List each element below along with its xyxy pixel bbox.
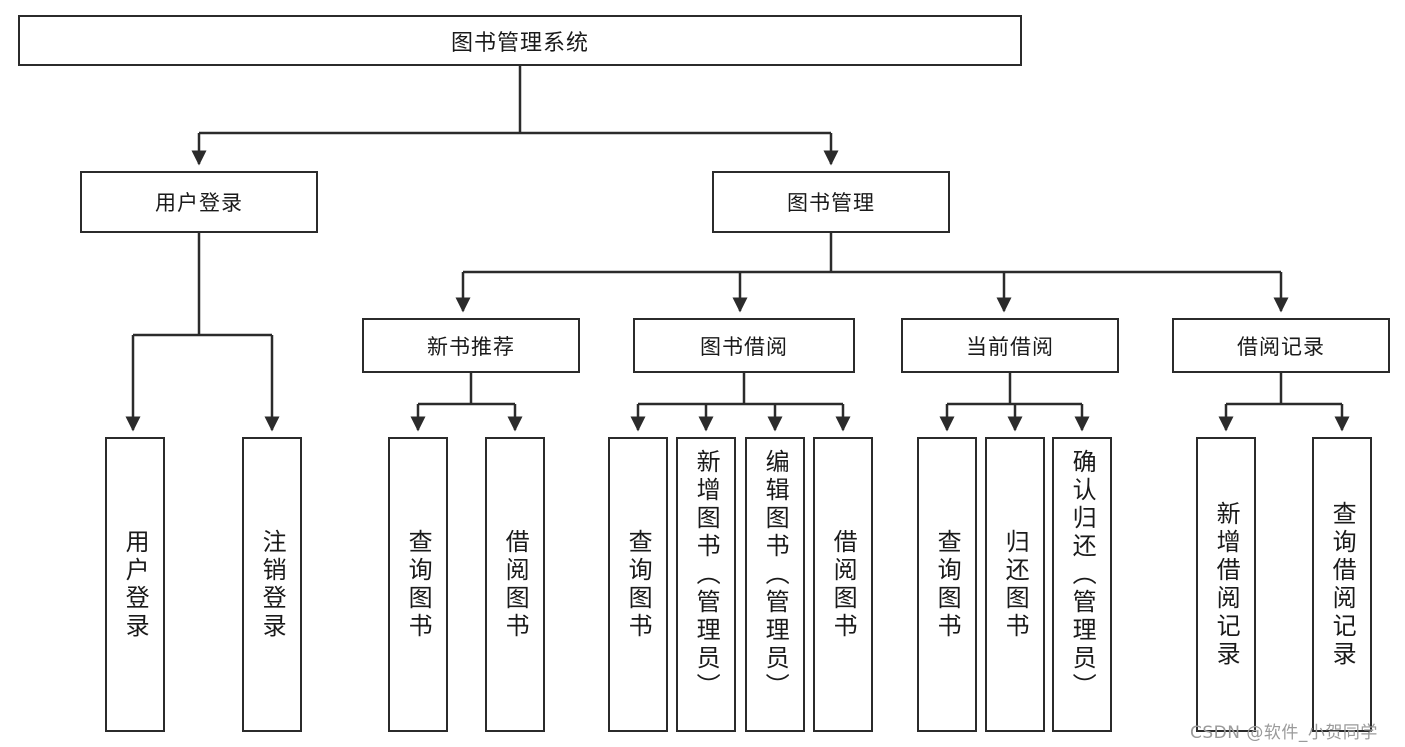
- node-root[interactable]: 图书管理系统: [18, 15, 1022, 66]
- node-leaf-user-logout[interactable]: 注销登录: [242, 437, 302, 732]
- node-book-manage-label: 图书管理: [787, 191, 875, 215]
- node-leaf-add-book[interactable]: 新增图书（管理员）: [676, 437, 736, 732]
- node-leaf-edit-book-label: 编辑图书（管理员）: [761, 449, 790, 701]
- node-leaf-borrow-book-1-label: 借阅图书: [501, 528, 530, 641]
- node-leaf-query-book-1[interactable]: 查询图书: [388, 437, 448, 732]
- node-new-book-recommend[interactable]: 新书推荐: [362, 318, 580, 373]
- node-borrow-record-label: 借阅记录: [1237, 334, 1325, 359]
- node-leaf-user-login-label: 用户登录: [121, 528, 150, 641]
- node-book-manage[interactable]: 图书管理: [712, 171, 950, 233]
- node-leaf-add-record-label: 新增借阅记录: [1212, 500, 1241, 669]
- node-leaf-borrow-book-2-label: 借阅图书: [829, 528, 858, 641]
- node-leaf-confirm-return-label: 确认归还（管理员）: [1068, 449, 1097, 701]
- watermark: CSDN @软件_小贺同学: [1190, 723, 1378, 743]
- node-borrow-record[interactable]: 借阅记录: [1172, 318, 1390, 373]
- node-leaf-add-record[interactable]: 新增借阅记录: [1196, 437, 1256, 732]
- node-user-login[interactable]: 用户登录: [80, 171, 318, 233]
- node-leaf-query-record-label: 查询借阅记录: [1328, 500, 1357, 669]
- node-current-borrow-label: 当前借阅: [966, 334, 1054, 359]
- node-leaf-query-book-2-label: 查询图书: [624, 528, 653, 641]
- node-leaf-query-book-3[interactable]: 查询图书: [917, 437, 977, 732]
- node-root-label: 图书管理系统: [450, 30, 589, 56]
- node-book-borrow[interactable]: 图书借阅: [633, 318, 855, 373]
- node-leaf-query-book-1-label: 查询图书: [404, 528, 433, 641]
- node-leaf-borrow-book-1[interactable]: 借阅图书: [485, 437, 545, 732]
- node-leaf-query-book-3-label: 查询图书: [933, 528, 962, 641]
- node-book-borrow-label: 图书借阅: [700, 334, 788, 359]
- node-current-borrow[interactable]: 当前借阅: [901, 318, 1119, 373]
- node-leaf-user-login[interactable]: 用户登录: [105, 437, 165, 732]
- node-leaf-borrow-book-2[interactable]: 借阅图书: [813, 437, 873, 732]
- node-leaf-return-book-label: 归还图书: [1001, 528, 1030, 641]
- node-leaf-user-logout-label: 注销登录: [258, 528, 287, 641]
- node-leaf-query-book-2[interactable]: 查询图书: [608, 437, 668, 732]
- node-leaf-add-book-label: 新增图书（管理员）: [692, 449, 721, 701]
- node-user-login-label: 用户登录: [155, 191, 243, 215]
- node-new-book-recommend-label: 新书推荐: [427, 334, 515, 359]
- node-leaf-confirm-return[interactable]: 确认归还（管理员）: [1052, 437, 1112, 732]
- node-leaf-edit-book[interactable]: 编辑图书（管理员）: [745, 437, 805, 732]
- node-leaf-return-book[interactable]: 归还图书: [985, 437, 1045, 732]
- node-leaf-query-record[interactable]: 查询借阅记录: [1312, 437, 1372, 732]
